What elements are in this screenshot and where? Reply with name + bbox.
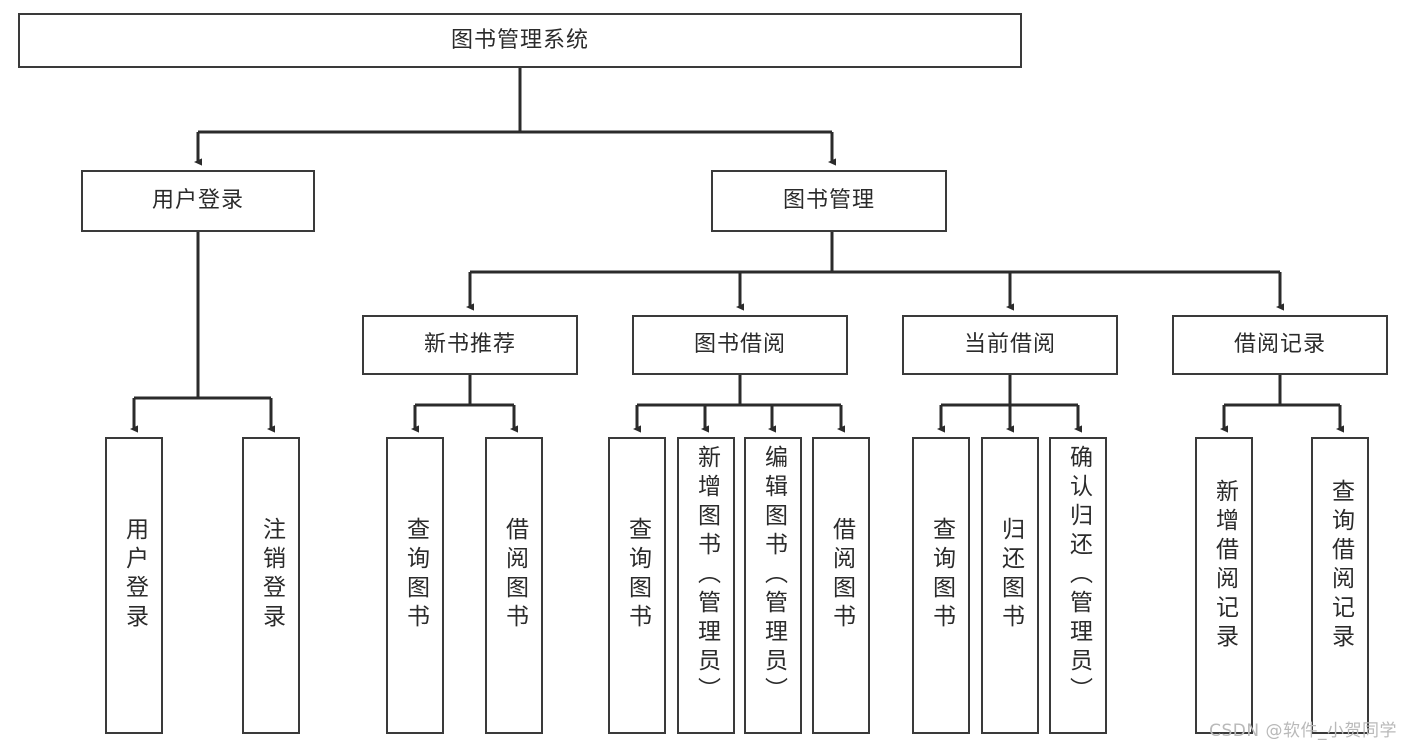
- node-leaf-edit-book[interactable]: 编辑图书（管理员）: [744, 437, 802, 734]
- node-leaf-confirm-return[interactable]: 确认归还（管理员）: [1049, 437, 1107, 734]
- node-label: 新书推荐: [423, 332, 516, 357]
- node-root-system[interactable]: 图书管理系统: [18, 13, 1022, 68]
- node-label: 借阅图书: [501, 517, 528, 633]
- node-leaf-user-login[interactable]: 用户登录: [105, 437, 163, 734]
- node-label: 查询图书: [928, 517, 955, 633]
- node-leaf-add-book[interactable]: 新增图书（管理员）: [677, 437, 735, 734]
- node-label: 用户登录: [121, 517, 148, 633]
- node-leaf-query-book-b[interactable]: 查询图书: [608, 437, 666, 734]
- node-leaf-borrow-book-a[interactable]: 借阅图书: [485, 437, 543, 734]
- node-label: 新增图书（管理员）: [693, 445, 720, 706]
- node-user-login[interactable]: 用户登录: [81, 170, 315, 232]
- node-leaf-query-record[interactable]: 查询借阅记录: [1311, 437, 1369, 734]
- node-leaf-logout[interactable]: 注销登录: [242, 437, 300, 734]
- node-leaf-query-book-a[interactable]: 查询图书: [386, 437, 444, 734]
- node-label: 确认归还（管理员）: [1065, 445, 1092, 706]
- node-label: 查询图书: [624, 517, 651, 633]
- node-label: 用户登录: [151, 188, 244, 213]
- node-borrow-record[interactable]: 借阅记录: [1172, 315, 1388, 375]
- node-book-manage[interactable]: 图书管理: [711, 170, 947, 232]
- node-label: 借阅记录: [1233, 332, 1326, 357]
- node-label: 借阅图书: [828, 517, 855, 633]
- node-label: 图书借阅: [693, 332, 786, 357]
- node-label: 当前借阅: [963, 332, 1056, 357]
- node-book-borrow[interactable]: 图书借阅: [632, 315, 848, 375]
- node-leaf-borrow-book-b[interactable]: 借阅图书: [812, 437, 870, 734]
- node-leaf-query-book-c[interactable]: 查询图书: [912, 437, 970, 734]
- watermark-text: CSDN @软件_小贺同学: [1209, 721, 1397, 741]
- node-new-book-recommend[interactable]: 新书推荐: [362, 315, 578, 375]
- node-label: 编辑图书（管理员）: [760, 445, 787, 706]
- node-label: 图书管理: [782, 188, 875, 213]
- node-label: 图书管理系统: [450, 27, 589, 53]
- node-leaf-add-record[interactable]: 新增借阅记录: [1195, 437, 1253, 734]
- node-current-borrow[interactable]: 当前借阅: [902, 315, 1118, 375]
- node-leaf-return-book[interactable]: 归还图书: [981, 437, 1039, 734]
- node-label: 归还图书: [997, 517, 1024, 633]
- node-label: 查询图书: [402, 517, 429, 633]
- node-label: 新增借阅记录: [1211, 479, 1238, 653]
- node-label: 查询借阅记录: [1327, 479, 1354, 653]
- node-label: 注销登录: [258, 517, 285, 633]
